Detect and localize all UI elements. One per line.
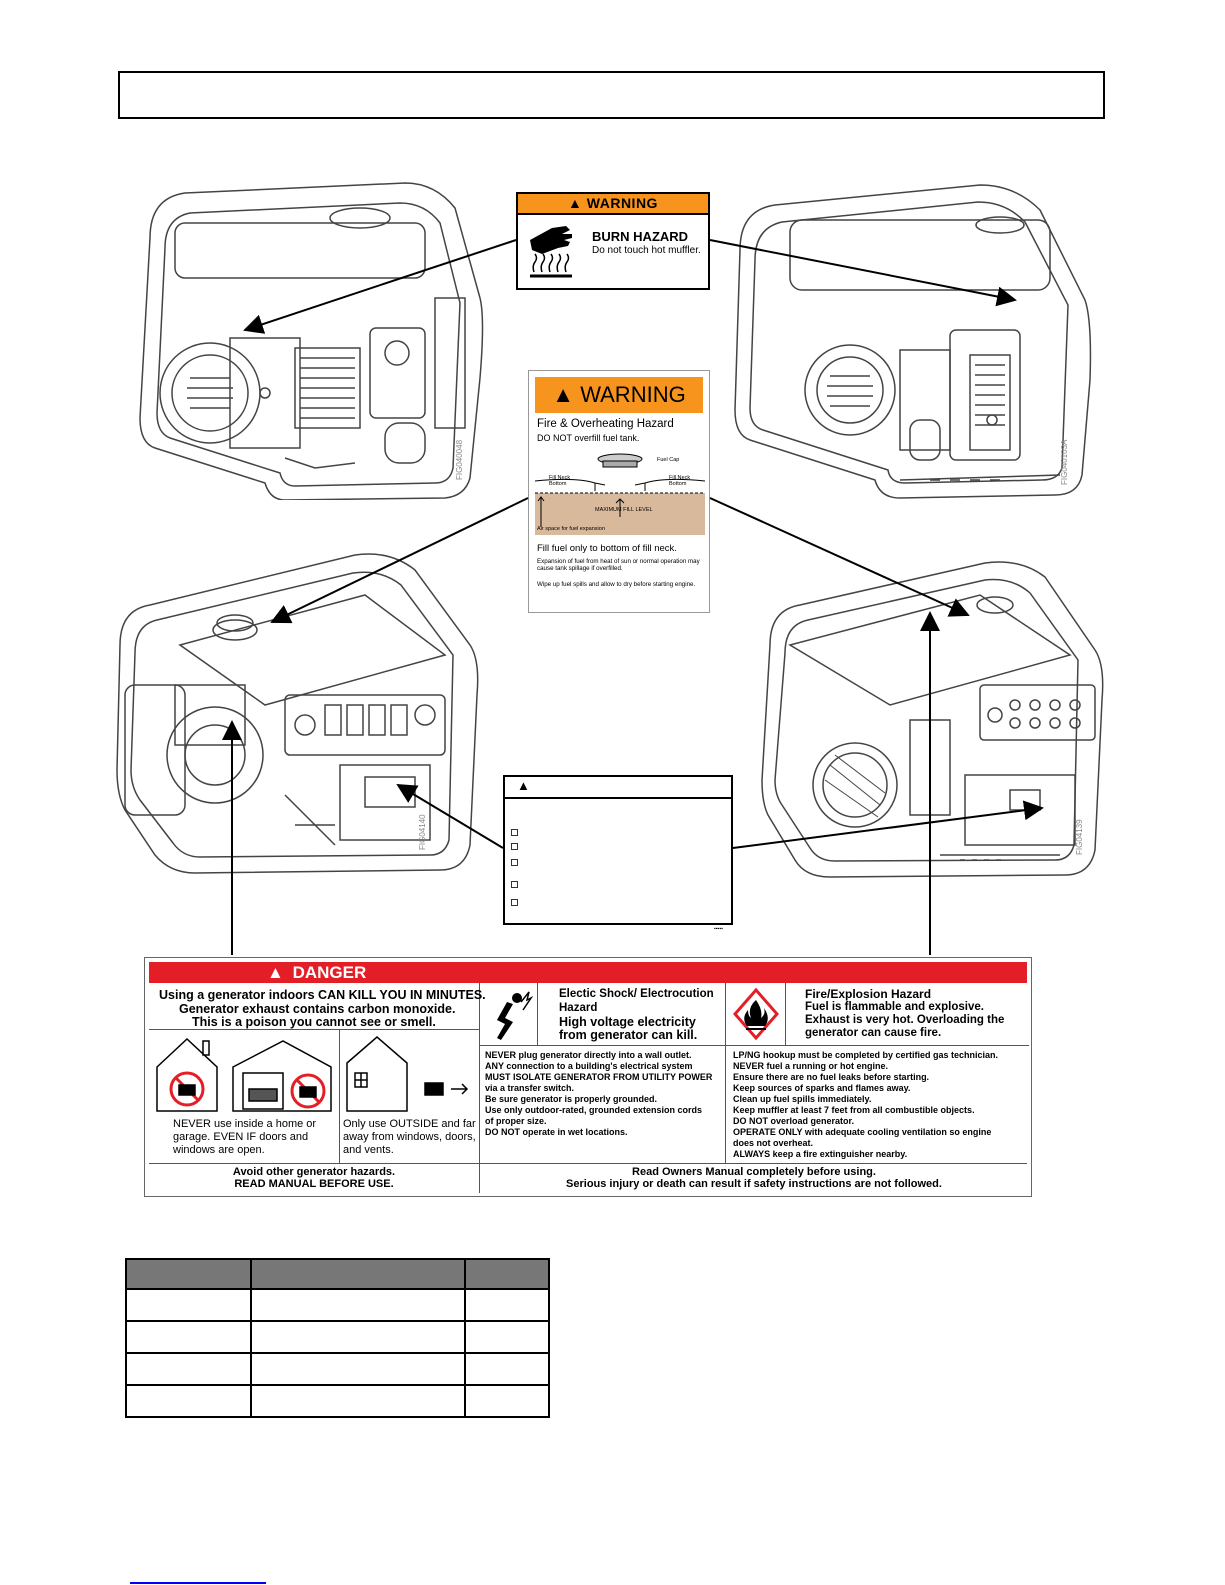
footer-link-underline[interactable] — [130, 1582, 266, 1584]
figure-id-bottom-right: FIG04139 — [1075, 819, 1084, 855]
fuel-label-subtitle: DO NOT overfill fuel tank. — [537, 433, 640, 443]
hot-surface-hand-icon — [522, 220, 580, 282]
blank-label-header: ▲ — [505, 777, 731, 799]
warning-triangle-icon: ▲ — [552, 382, 575, 407]
warning-triangle-icon: ▲ — [568, 195, 583, 211]
danger-header-text: DANGER — [292, 963, 367, 982]
table-header-cell — [125, 1258, 252, 1290]
air-space-label: Air space for fuel expansion — [537, 526, 605, 532]
table-row — [125, 1384, 551, 1418]
generator-drawing-bottom-right — [760, 555, 1105, 880]
shock-line: MUST ISOLATE GENERATOR FROM UTILITY POWE… — [485, 1072, 713, 1082]
shock-line: via a transfer switch. — [485, 1083, 575, 1093]
table-header-cell — [249, 1258, 466, 1290]
danger-footer-right: Read Owners Manual completely before usi… — [479, 1166, 1029, 1190]
blank-label-part-number: ▪▪▪▪▪ — [714, 926, 723, 932]
fill-neck-bottom-left-label: Fill Neck Bottom — [549, 475, 571, 487]
table-row — [125, 1288, 551, 1322]
burn-label-header: ▲ WARNING — [518, 194, 708, 215]
fuel-overfill-warning-label: ▲ WARNING Fire & Overheating Hazard DO N… — [528, 370, 710, 613]
fire-bold-text: Fuel is flammable and explosive. Exhaust… — [805, 1001, 1005, 1039]
fuel-tank-diagram — [534, 447, 706, 535]
figure-id-top-left: FIG040048 — [455, 439, 464, 480]
fire-line: Clean up fuel spills immediately. — [733, 1094, 872, 1104]
page-title-box — [118, 71, 1105, 119]
burn-hazard-warning-label: ▲ WARNING BURN HAZARD Do not touch hot m… — [516, 192, 710, 290]
footer-right-line-2: Serious injury or death can result if sa… — [566, 1178, 942, 1190]
shock-bold-text: High voltage electricity from generator … — [559, 1015, 698, 1042]
burn-label-header-text: WARNING — [586, 195, 658, 211]
fire-instructions: LP/NG hookup must be completed by certif… — [733, 1050, 1029, 1160]
max-fill-level-label: MAXIMUM FILL LEVEL — [595, 507, 653, 513]
burn-label-text: Do not touch hot muffler. — [592, 245, 701, 256]
danger-label-header: ▲ DANGER — [149, 962, 1027, 983]
fire-line: ALWAYS keep a fire extinguisher nearby. — [733, 1149, 908, 1159]
bullet-icon — [511, 843, 518, 850]
generator-drawing-top-left — [135, 178, 487, 500]
bullet-icon — [511, 899, 518, 906]
shock-line: of proper size. — [485, 1116, 547, 1126]
generator-drawing-top-right — [730, 180, 1092, 500]
shock-line: ANY connection to a building's electrica… — [485, 1061, 693, 1071]
co-danger-label: ▲ DANGER Using a generator indoors CAN K… — [144, 957, 1032, 1197]
shock-instructions: NEVER plug generator directly into a wal… — [485, 1050, 725, 1138]
outside-only-text: Only use OUTSIDE and far away from windo… — [343, 1118, 476, 1156]
figure-id-bottom-left: FIG04140 — [418, 814, 427, 850]
blank-warning-label: ▲ — [503, 775, 733, 925]
fuel-wipe-note: Wipe up fuel spills and allow to dry bef… — [537, 581, 696, 588]
bullet-icon — [511, 859, 518, 866]
fuel-expansion-note: Expansion of fuel from heat of sun or no… — [537, 558, 700, 572]
fire-title: Fire/Explosion Hazard — [805, 987, 932, 1001]
shock-line: DO NOT operate in wet locations. — [485, 1127, 628, 1137]
fill-neck-bottom-right-label: Fill Neck Bottom — [669, 475, 691, 487]
footer-right-line-1: Read Owners Manual completely before usi… — [632, 1166, 876, 1178]
fire-line: DO NOT overload generator. — [733, 1116, 855, 1126]
generator-drawing-bottom-left — [115, 545, 483, 875]
fire-line: Keep muffler at least 7 feet from all co… — [733, 1105, 975, 1115]
co-indoor-line-1: Using a generator indoors CAN KILL YOU I… — [159, 988, 486, 1002]
footer-left-line-2: READ MANUAL BEFORE USE. — [234, 1178, 394, 1190]
fuel-label-header: ▲ WARNING — [535, 377, 703, 413]
table-row — [125, 1320, 551, 1354]
shock-title: Electic Shock/ Electrocution Hazard — [559, 988, 714, 1014]
fuel-main-instruction: Fill fuel only to bottom of fill neck. — [537, 543, 677, 554]
table-header-row — [125, 1258, 551, 1290]
no-indoor-use-illustration — [153, 1033, 335, 1113]
danger-footer-left: Avoid other generator hazards. READ MANU… — [149, 1166, 479, 1190]
fuel-cap-label: Fuel Cap — [657, 457, 680, 463]
fire-line: LP/NG hookup must be completed by certif… — [733, 1050, 999, 1060]
fuel-label-header-text: WARNING — [580, 382, 686, 407]
co-indoor-line-2: Generator exhaust contains carbon monoxi… — [179, 1002, 456, 1016]
fire-line: NEVER fuel a running or hot engine. — [733, 1061, 889, 1071]
electric-shock-icon — [483, 988, 534, 1042]
fire-line: OPERATE ONLY with adequate cooling venti… — [733, 1127, 992, 1137]
burn-label-title: BURN HAZARD — [592, 229, 689, 244]
shock-line: NEVER plug generator directly into a wal… — [485, 1050, 692, 1060]
fire-line: does not overheat. — [733, 1138, 814, 1148]
table-row — [125, 1352, 551, 1386]
fuel-label-title: Fire & Overheating Hazard — [537, 418, 674, 430]
co-indoor-line-3: This is a poison you cannot see or smell… — [192, 1015, 436, 1029]
bullet-icon — [511, 829, 518, 836]
warning-triangle-icon: ▲ — [267, 963, 284, 982]
flame-icon — [733, 987, 779, 1041]
warning-triangle-icon: ▲ — [517, 778, 530, 793]
figure-id-top-right: FIG040103A — [1060, 439, 1069, 485]
fire-line: Ensure there are no fuel leaks before st… — [733, 1072, 930, 1082]
fire-line: Keep sources of sparks and flames away. — [733, 1083, 911, 1093]
footer-left-line-1: Avoid other generator hazards. — [232, 1166, 396, 1178]
decal-parts-table — [125, 1258, 551, 1418]
bullet-icon — [511, 881, 518, 888]
table-header-cell — [463, 1258, 551, 1290]
shock-line: Use only outdoor-rated, grounded extensi… — [485, 1105, 703, 1115]
outdoor-use-illustration — [343, 1033, 477, 1113]
never-indoor-text: NEVER use inside a home or garage. EVEN … — [173, 1118, 317, 1156]
shock-line: Be sure generator is properly grounded. — [485, 1094, 658, 1104]
